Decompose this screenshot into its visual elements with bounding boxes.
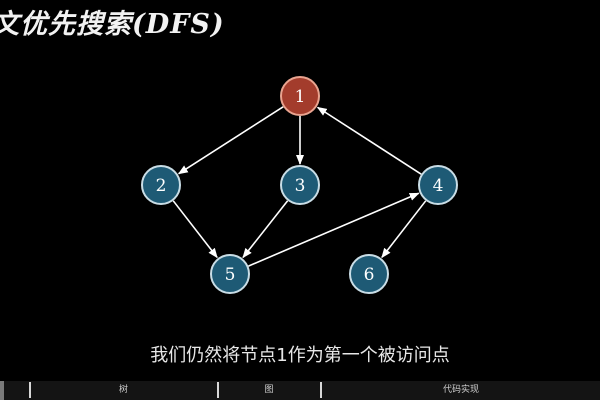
tab-graph[interactable]: 图 [264,385,274,395]
node-circle-4 [418,165,458,205]
node-1: 1 [280,76,320,116]
node-label-5: 5 [225,265,236,285]
edge-4-to-1 [316,106,422,175]
node-2: 2 [141,165,181,205]
edge-4-to-6 [381,200,427,259]
subtitle-caption: 我们仍然将节点1作为第一个被访问点 [150,345,450,366]
edge-5-to-4 [248,192,420,267]
node-4: 4 [418,165,458,205]
node-circle-2 [141,165,181,205]
node-label-4: 4 [433,176,444,196]
progress-indicator [0,381,4,400]
chapter-nav-bar: 树 图 代码实现 [0,381,600,400]
node-label-6: 6 [364,265,375,285]
node-5: 5 [210,254,250,294]
node-circle-5 [210,254,250,294]
chapter-marker [320,382,322,398]
node-circle-6 [349,254,389,294]
node-3: 3 [280,165,320,205]
edge-3-to-5 [242,200,289,259]
graph-diagram: 1 2 3 4 5 6 [141,76,458,294]
node-label-3: 3 [295,176,306,196]
tab-code-implementation[interactable]: 代码实现 [442,385,479,395]
node-6: 6 [349,254,389,294]
node-circle-3 [280,165,320,205]
page-title: 文优先搜索(DFS) [0,9,225,40]
node-label-2: 2 [156,176,167,196]
node-label-1: 1 [295,87,306,107]
chapter-marker [217,382,219,398]
chapter-marker [29,382,31,398]
node-circle-1 [280,76,320,116]
tab-tree[interactable]: 树 [118,385,128,395]
edge-1-to-2 [177,106,284,175]
edge-2-to-5 [172,200,218,259]
